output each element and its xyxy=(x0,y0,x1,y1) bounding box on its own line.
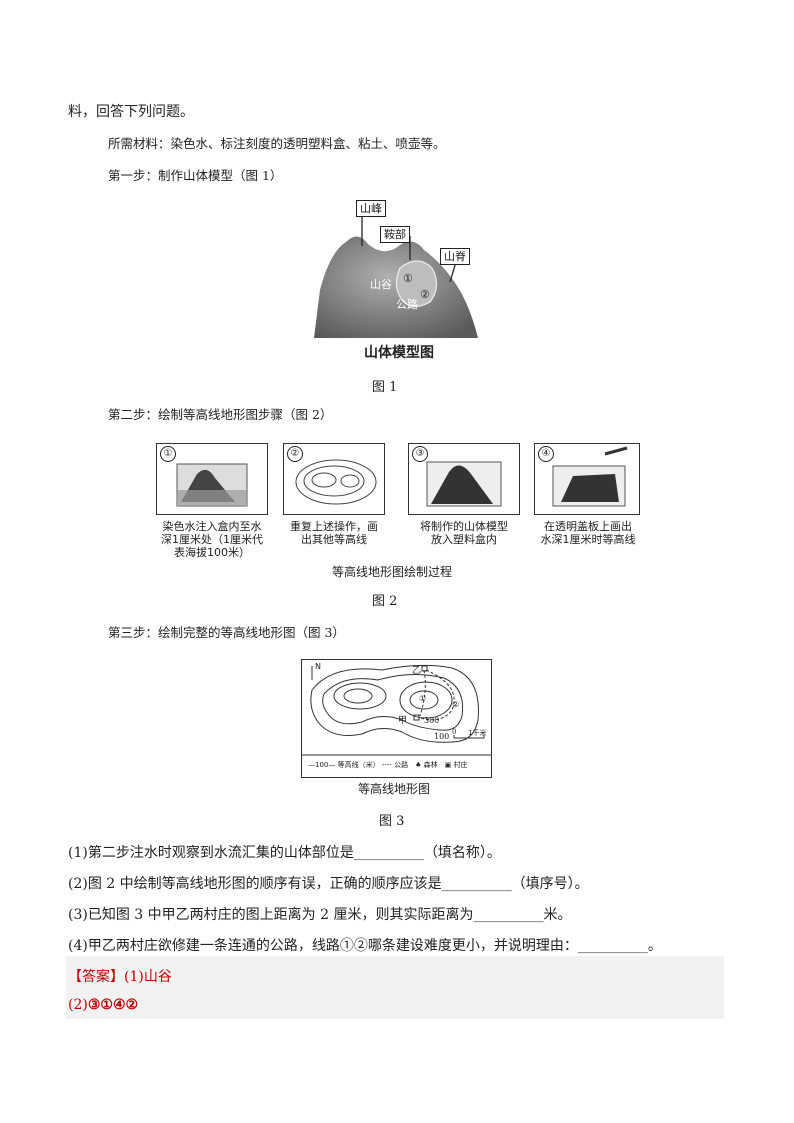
caption-line: 将制作的山体模型 xyxy=(420,520,508,533)
figure-1-caption: 图 1 xyxy=(372,380,398,395)
route1-label: ① xyxy=(419,694,427,703)
water-box-image xyxy=(176,463,248,507)
panel-number: ① xyxy=(160,446,176,462)
caption-line: 深1厘米处（1厘米代 xyxy=(161,533,263,546)
step1-text: 第一步：制作山体模型（图 1） xyxy=(108,168,283,183)
route1-label: ① xyxy=(403,272,413,285)
route2-label: ② xyxy=(452,700,460,709)
panel-2-caption: 重复上述操作，画 出其他等高线 xyxy=(278,520,390,546)
caption-line: 染色水注入盒内至水 xyxy=(162,520,262,533)
caption-line: 出其他等高线 xyxy=(301,533,367,546)
answer-tag: 【答案】 xyxy=(68,969,124,985)
figure-3-title: 等高线地形图 xyxy=(358,782,431,796)
caption-line: 水深1厘米时等高线 xyxy=(540,533,636,546)
contour-300-label: 300 xyxy=(424,716,440,725)
saddle-flag: 鞍部 xyxy=(380,226,410,243)
contour-sketch-image xyxy=(295,459,377,505)
caption-line: 放入塑料盒内 xyxy=(431,533,497,546)
scale-zero: 0 xyxy=(452,728,457,736)
step3-text: 第三步：绘制完整的等高线地形图（图 3） xyxy=(108,625,345,640)
ridge-flag: 山脊 xyxy=(440,248,470,265)
materials-text: 所需材料：染色水、标注刻度的透明塑料盒、粘土、喷壶等。 xyxy=(108,136,446,151)
figure-3-caption: 图 3 xyxy=(379,814,405,829)
question-2: (2)图 2 中绘制等高线地形图的顺序有误，正确的顺序应该是__________… xyxy=(68,876,589,892)
answer-block xyxy=(66,956,724,1019)
question-1: (1)第二步注水时观察到水流汇集的山体部位是__________（填名称）。 xyxy=(68,845,501,861)
route2-label: ② xyxy=(420,288,430,301)
question-3: (3)已知图 3 中甲乙两村庄的图上距离为 2 厘米，则其实际距离为______… xyxy=(68,907,572,923)
figure-2-title: 等高线地形图绘制过程 xyxy=(332,565,453,579)
answer-line-2: (2)③①④② xyxy=(68,997,138,1013)
valley-label: 山谷 xyxy=(370,278,392,291)
drawing-on-lid-image xyxy=(552,446,628,507)
caption-line: 在透明盖板上画出 xyxy=(544,520,632,533)
contour-100-label: 100 xyxy=(434,732,450,741)
panel-number: ② xyxy=(287,446,303,462)
figure-2-caption: 图 2 xyxy=(372,594,398,609)
step-panel-3: ③ xyxy=(408,443,520,515)
caption-line: 重复上述操作，画 xyxy=(290,520,378,533)
panel-4-caption: 在透明盖板上画出 水深1厘米时等高线 xyxy=(530,520,646,546)
scale-unit: 1千米 xyxy=(468,729,487,737)
figure-3-map: N 乙 甲 300 100 ① ② 0 1千米 —100— 等高线（米） ---… xyxy=(301,659,492,778)
panel-1-caption: 染色水注入盒内至水 深1厘米处（1厘米代 表海拔100米） xyxy=(150,520,274,559)
peak-flag: 山峰 xyxy=(356,200,386,217)
answer-1: (1)山谷 xyxy=(124,969,172,985)
map-legend: —100— 等高线（米） ---- 公路 ♠ 森林 ▣ 村庄 xyxy=(308,761,468,769)
north-label: N xyxy=(315,662,321,671)
step-panel-4: ④ xyxy=(534,443,640,515)
village-jia-label: 甲 xyxy=(398,716,408,726)
road-label: 公路 xyxy=(396,298,418,311)
figure-1-title: 山体模型图 xyxy=(364,345,434,361)
step2-text: 第二步：绘制等高线地形图步骤（图 2） xyxy=(108,407,333,422)
intro-text: 料，回答下列问题。 xyxy=(68,104,194,120)
question-4: (4)甲乙两村庄欲修建一条连通的公路，线路①②哪条建设难度更小，并说明理由：__… xyxy=(68,938,662,954)
step-panel-1: ① xyxy=(156,443,268,515)
answer-2-prefix: (2) xyxy=(68,997,88,1013)
figure-1: 山峰 鞍部 山脊 山谷 公路 ① ② 山体模型图 xyxy=(300,190,490,361)
answer-line-1: 【答案】(1)山谷 xyxy=(68,966,172,986)
panel-number: ④ xyxy=(538,446,554,462)
panel-number: ③ xyxy=(412,446,428,462)
mountain-model-image xyxy=(314,216,478,338)
panel-3-caption: 将制作的山体模型 放入塑料盒内 xyxy=(406,520,522,546)
step-panel-2: ② xyxy=(283,443,385,515)
caption-line: 表海拔100米） xyxy=(174,546,250,559)
contour-map-image xyxy=(302,664,491,756)
answer-2: ③①④② xyxy=(87,997,139,1013)
model-in-box-image xyxy=(426,461,502,507)
village-yi-label: 乙 xyxy=(412,666,422,676)
